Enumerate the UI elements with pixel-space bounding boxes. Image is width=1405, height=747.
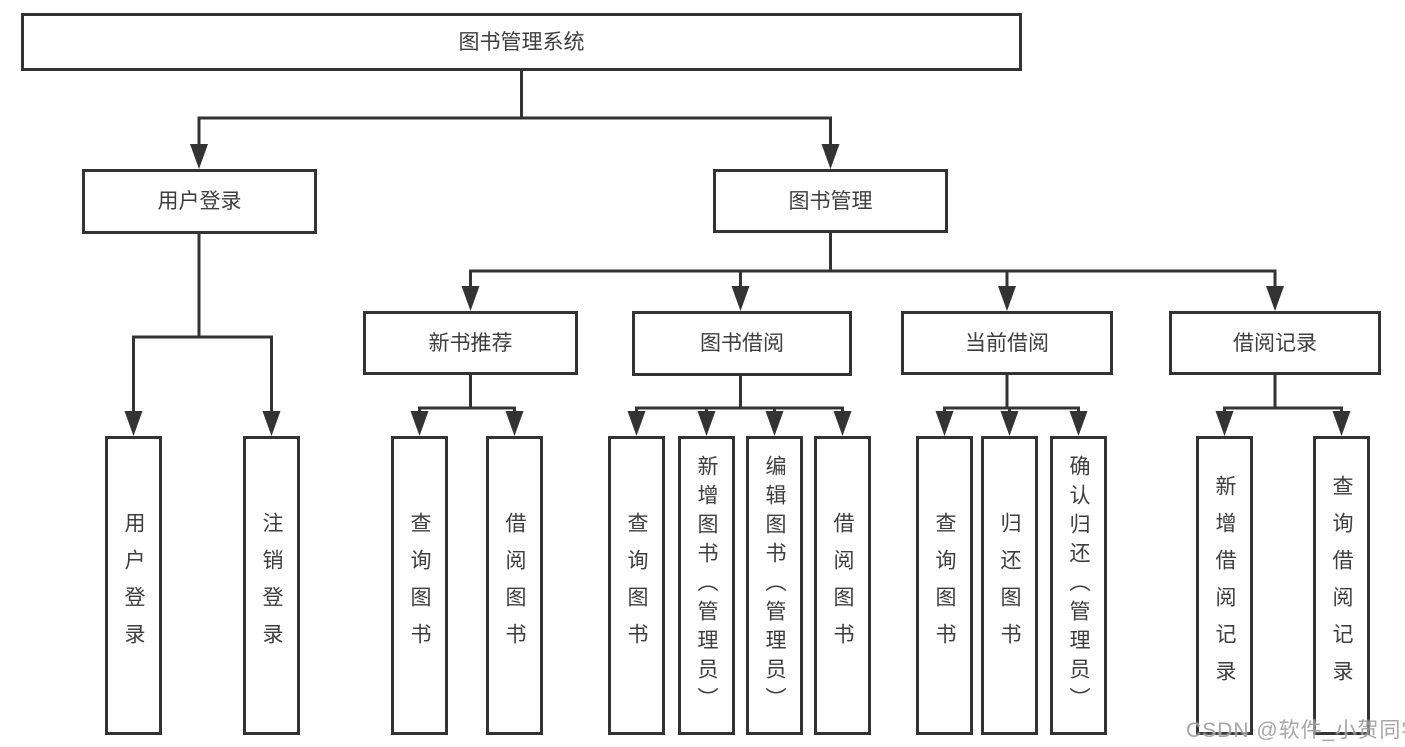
arrowhead-icon: [731, 286, 750, 311]
node-label: 归还图书: [998, 511, 1021, 660]
node-leaf-cb-return-books: 归还图书: [981, 436, 1038, 735]
arrowhead-icon: [1000, 411, 1019, 436]
arrowhead-icon: [461, 286, 480, 311]
node-label: 借阅图书: [831, 511, 854, 660]
node-label: 查询图书: [933, 511, 956, 660]
node-label: 注销登录: [260, 511, 283, 660]
node-leaf-br-query-record: 查询借阅记录: [1313, 436, 1370, 735]
node-current-borrow: 当前借阅: [901, 311, 1113, 375]
node-book-mgmt: 图书管理: [713, 169, 948, 233]
arrowhead-icon: [833, 411, 852, 436]
node-label: 用户登录: [122, 511, 145, 660]
node-label: 新增借阅记录: [1213, 474, 1236, 697]
node-leaf-bb-borrow-books: 借阅图书: [814, 436, 871, 735]
node-new-book-rec: 新书推荐: [363, 311, 578, 375]
node-label: 图书借阅: [700, 332, 784, 355]
arrowhead-icon: [410, 411, 429, 436]
node-label: 查询图书: [625, 511, 648, 660]
node-leaf-bb-query-books: 查询图书: [608, 436, 665, 735]
arrowhead-icon: [627, 411, 646, 436]
arrowhead-icon: [190, 144, 208, 169]
arrowhead-icon: [1332, 411, 1351, 436]
arrowhead-icon: [1069, 411, 1088, 436]
node-leaf-br-add-record: 新增借阅记录: [1196, 436, 1253, 735]
node-leaf-rec-query-books: 查询图书: [391, 436, 448, 735]
arrowhead-icon: [262, 411, 281, 436]
node-leaf-cb-query-books: 查询图书: [916, 436, 973, 735]
node-root: 图书管理系统: [21, 13, 1022, 71]
node-label: 编辑图书（管理员）: [763, 455, 786, 716]
arrowhead-icon: [124, 411, 143, 436]
node-label: 用户登录: [157, 190, 242, 213]
arrowhead-icon: [505, 411, 524, 436]
node-leaf-logout: 注销登录: [243, 436, 300, 735]
node-leaf-rec-borrow-books: 借阅图书: [486, 436, 543, 735]
node-label: 当前借阅: [965, 331, 1049, 355]
node-leaf-cb-confirm-return: 确认归还（管理员）: [1050, 436, 1107, 735]
arrowhead-icon: [821, 144, 840, 169]
node-label: 新书推荐: [428, 331, 513, 355]
node-book-borrow: 图书借阅: [632, 311, 852, 376]
node-user-login: 用户登录: [82, 169, 317, 234]
arrowhead-icon: [1215, 411, 1234, 436]
node-leaf-bb-add-books: 新增图书（管理员）: [678, 436, 735, 735]
node-label: 查询图书: [408, 511, 431, 660]
node-label: 确认归还（管理员）: [1067, 455, 1090, 716]
node-label: 查询借阅记录: [1330, 474, 1353, 697]
node-borrow-records: 借阅记录: [1169, 311, 1381, 375]
arrowhead-icon: [765, 411, 784, 436]
node-label: 借阅记录: [1233, 331, 1317, 355]
arrowhead-icon: [1266, 286, 1284, 311]
arrowhead-icon: [935, 411, 954, 436]
node-label: 新增图书（管理员）: [695, 455, 718, 716]
node-leaf-bb-edit-books: 编辑图书（管理员）: [746, 436, 803, 735]
node-label: 图书管理: [788, 189, 873, 213]
node-label: 图书管理系统: [458, 30, 585, 54]
node-leaf-user-login: 用户登录: [105, 436, 162, 735]
arrowhead-icon: [697, 411, 716, 436]
arrowhead-icon: [998, 286, 1016, 311]
watermark: CSDN @软件_小贺同学: [1186, 719, 1405, 742]
node-label: 借阅图书: [503, 511, 526, 660]
